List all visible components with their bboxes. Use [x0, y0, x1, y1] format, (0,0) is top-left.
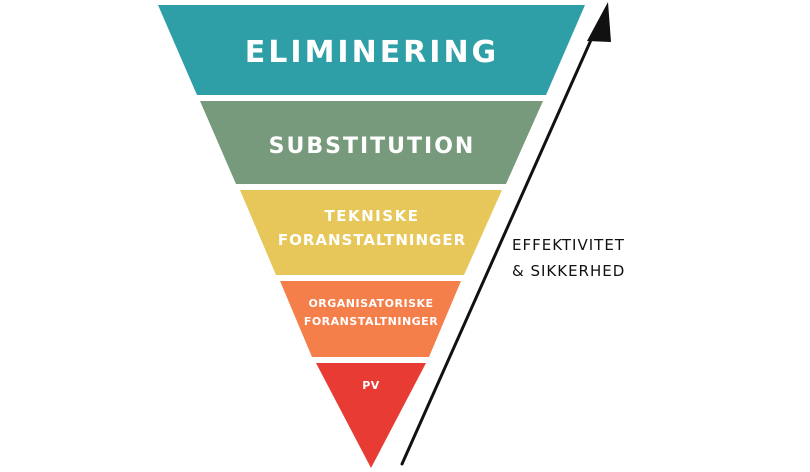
tier-ppe-label: PV [362, 379, 380, 392]
tier-administrative-label-line1: ORGANISATORISKE [308, 297, 433, 310]
tier-elimination-label: ELIMINERING [245, 35, 499, 70]
tier-engineering-band [240, 190, 502, 275]
tier-ppe-band [316, 363, 426, 468]
effectiveness-arrow-shaft [400, 20, 601, 466]
tier-engineering-label-line1: TEKNISKE [325, 207, 420, 225]
tier-elimination-band [158, 5, 585, 95]
arrow-caption-line2: & SIKKERHED [512, 262, 625, 280]
effectiveness-arrow-head [587, 2, 611, 42]
arrow-caption-line1: EFFEKTIVITET [512, 236, 625, 254]
tier-administrative-band [280, 281, 461, 357]
tier-engineering-label-line2: FORANSTALTNINGER [278, 231, 466, 249]
tier-substitution-band [200, 101, 543, 184]
tier-administrative-label-line2: FORANSTALTNINGER [304, 315, 438, 328]
tier-substitution-label: SUBSTITUTION [269, 134, 476, 159]
